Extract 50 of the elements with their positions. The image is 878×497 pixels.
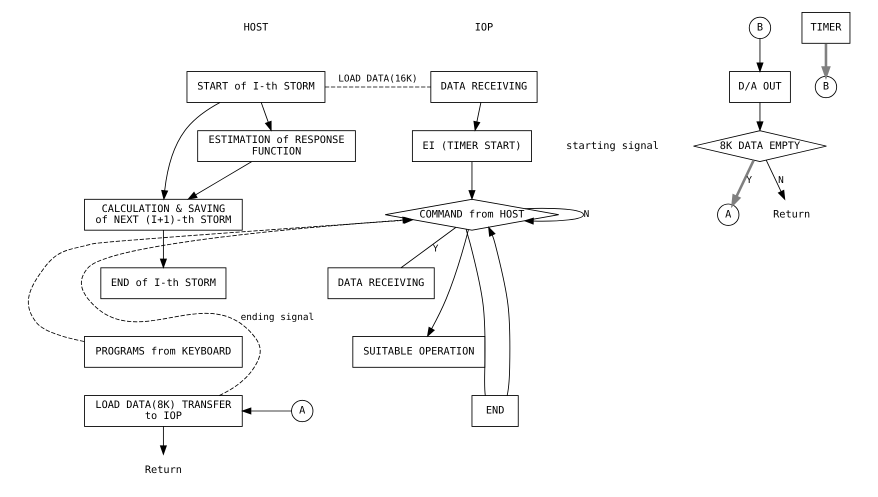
arrow	[731, 159, 755, 208]
edge-label: ending signal	[240, 311, 314, 322]
arrow	[80, 216, 413, 396]
node-box: LOAD DATA(8K) TRANSFER to IOP	[84, 394, 243, 426]
arrow	[756, 102, 764, 132]
node-circle: A	[717, 203, 740, 226]
node-box: END of I-th STORM	[100, 266, 226, 299]
edge-label: N	[584, 208, 590, 220]
arrow	[488, 226, 510, 396]
node-box: ESTIMATION of RESPONSE FUNCTION	[197, 130, 356, 162]
arrow	[821, 43, 831, 80]
arrow	[241, 406, 292, 414]
arrow	[468, 160, 476, 200]
label: starting signal	[566, 139, 659, 152]
arrow	[160, 426, 167, 456]
edge-label: LOAD DATA(16K)	[338, 73, 418, 84]
edge-label: Y	[746, 174, 752, 186]
connector	[324, 86, 432, 87]
edge-label: Y	[432, 242, 438, 254]
node-box: PROGRAMS from KEYBOARD	[84, 336, 243, 368]
arrow	[756, 38, 764, 72]
label: IOP	[474, 21, 494, 34]
arrow	[161, 102, 220, 200]
arrow	[260, 102, 272, 132]
arrow	[187, 160, 252, 200]
node-diamond: 8K DATA EMPTY	[693, 130, 827, 162]
node-text: Return	[144, 463, 182, 476]
node-diamond: COMMAND from HOST	[384, 198, 560, 230]
node-box: DATA RECEIVING	[328, 266, 435, 299]
node-circle: B	[814, 75, 838, 98]
edge-label: N	[778, 174, 784, 186]
arrow	[160, 229, 167, 268]
node-box: D/A OUT	[729, 70, 791, 102]
node-circle: B	[748, 16, 772, 38]
arrow	[426, 228, 469, 337]
node-box: START of I-th STORM	[186, 70, 326, 102]
node-box: SUITABLE OPERATION	[352, 336, 486, 368]
connector	[466, 228, 486, 396]
arrow	[766, 159, 786, 200]
node-box: END	[472, 394, 519, 426]
connector	[400, 226, 456, 268]
arrow	[523, 207, 584, 224]
node-circle: A	[291, 399, 314, 422]
label: HOST	[244, 21, 268, 34]
node-box: DATA RECEIVING	[430, 70, 538, 102]
node-box: EI (TIMER START)	[412, 130, 532, 162]
node-text: Return	[773, 208, 810, 220]
arrow	[473, 102, 482, 132]
node-box: CALCULATION & SAVING of NEXT (I+1)-th STORM	[84, 198, 243, 230]
node-box: TIMER	[802, 12, 850, 44]
